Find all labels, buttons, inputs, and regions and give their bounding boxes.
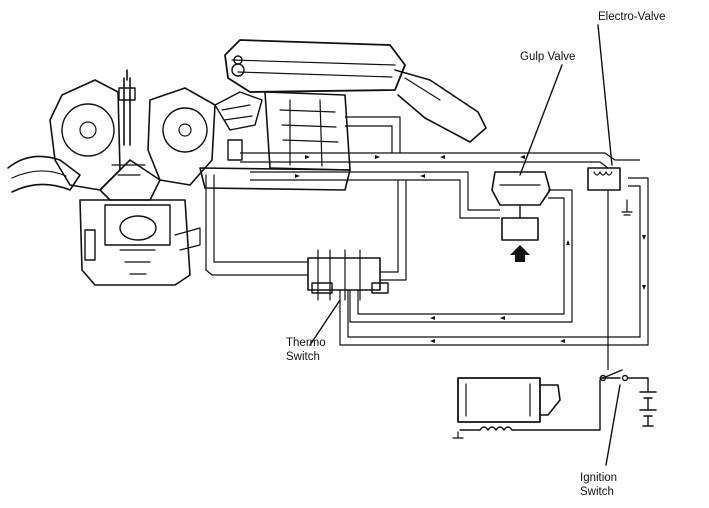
electro-valve-label: Electro-Valve (598, 11, 666, 23)
thermo-switch-leader (309, 299, 341, 346)
air-cleaner-carburetor (199, 39, 487, 191)
ignition-circuit (599, 369, 657, 466)
vacuum-hoses (240, 116, 649, 370)
electro-valve (587, 167, 621, 191)
thermo-switch-label-line1: Thermo (286, 337, 326, 349)
flow-arrows (295, 155, 646, 343)
thermo-switch-label-line2: Switch (286, 351, 320, 363)
alternator (452, 377, 601, 439)
gulp-valve-leader (519, 64, 563, 176)
gulp-valve (491, 171, 551, 262)
thermo-switch (307, 249, 389, 301)
ignition-switch-label-line1: Ignition (580, 472, 617, 484)
electro-valve-leader (597, 24, 613, 166)
engine-cross-section (7, 69, 309, 286)
ignition-switch-label-line2: Switch (580, 486, 614, 498)
gulp-valve-label: Gulp Valve (520, 51, 575, 63)
